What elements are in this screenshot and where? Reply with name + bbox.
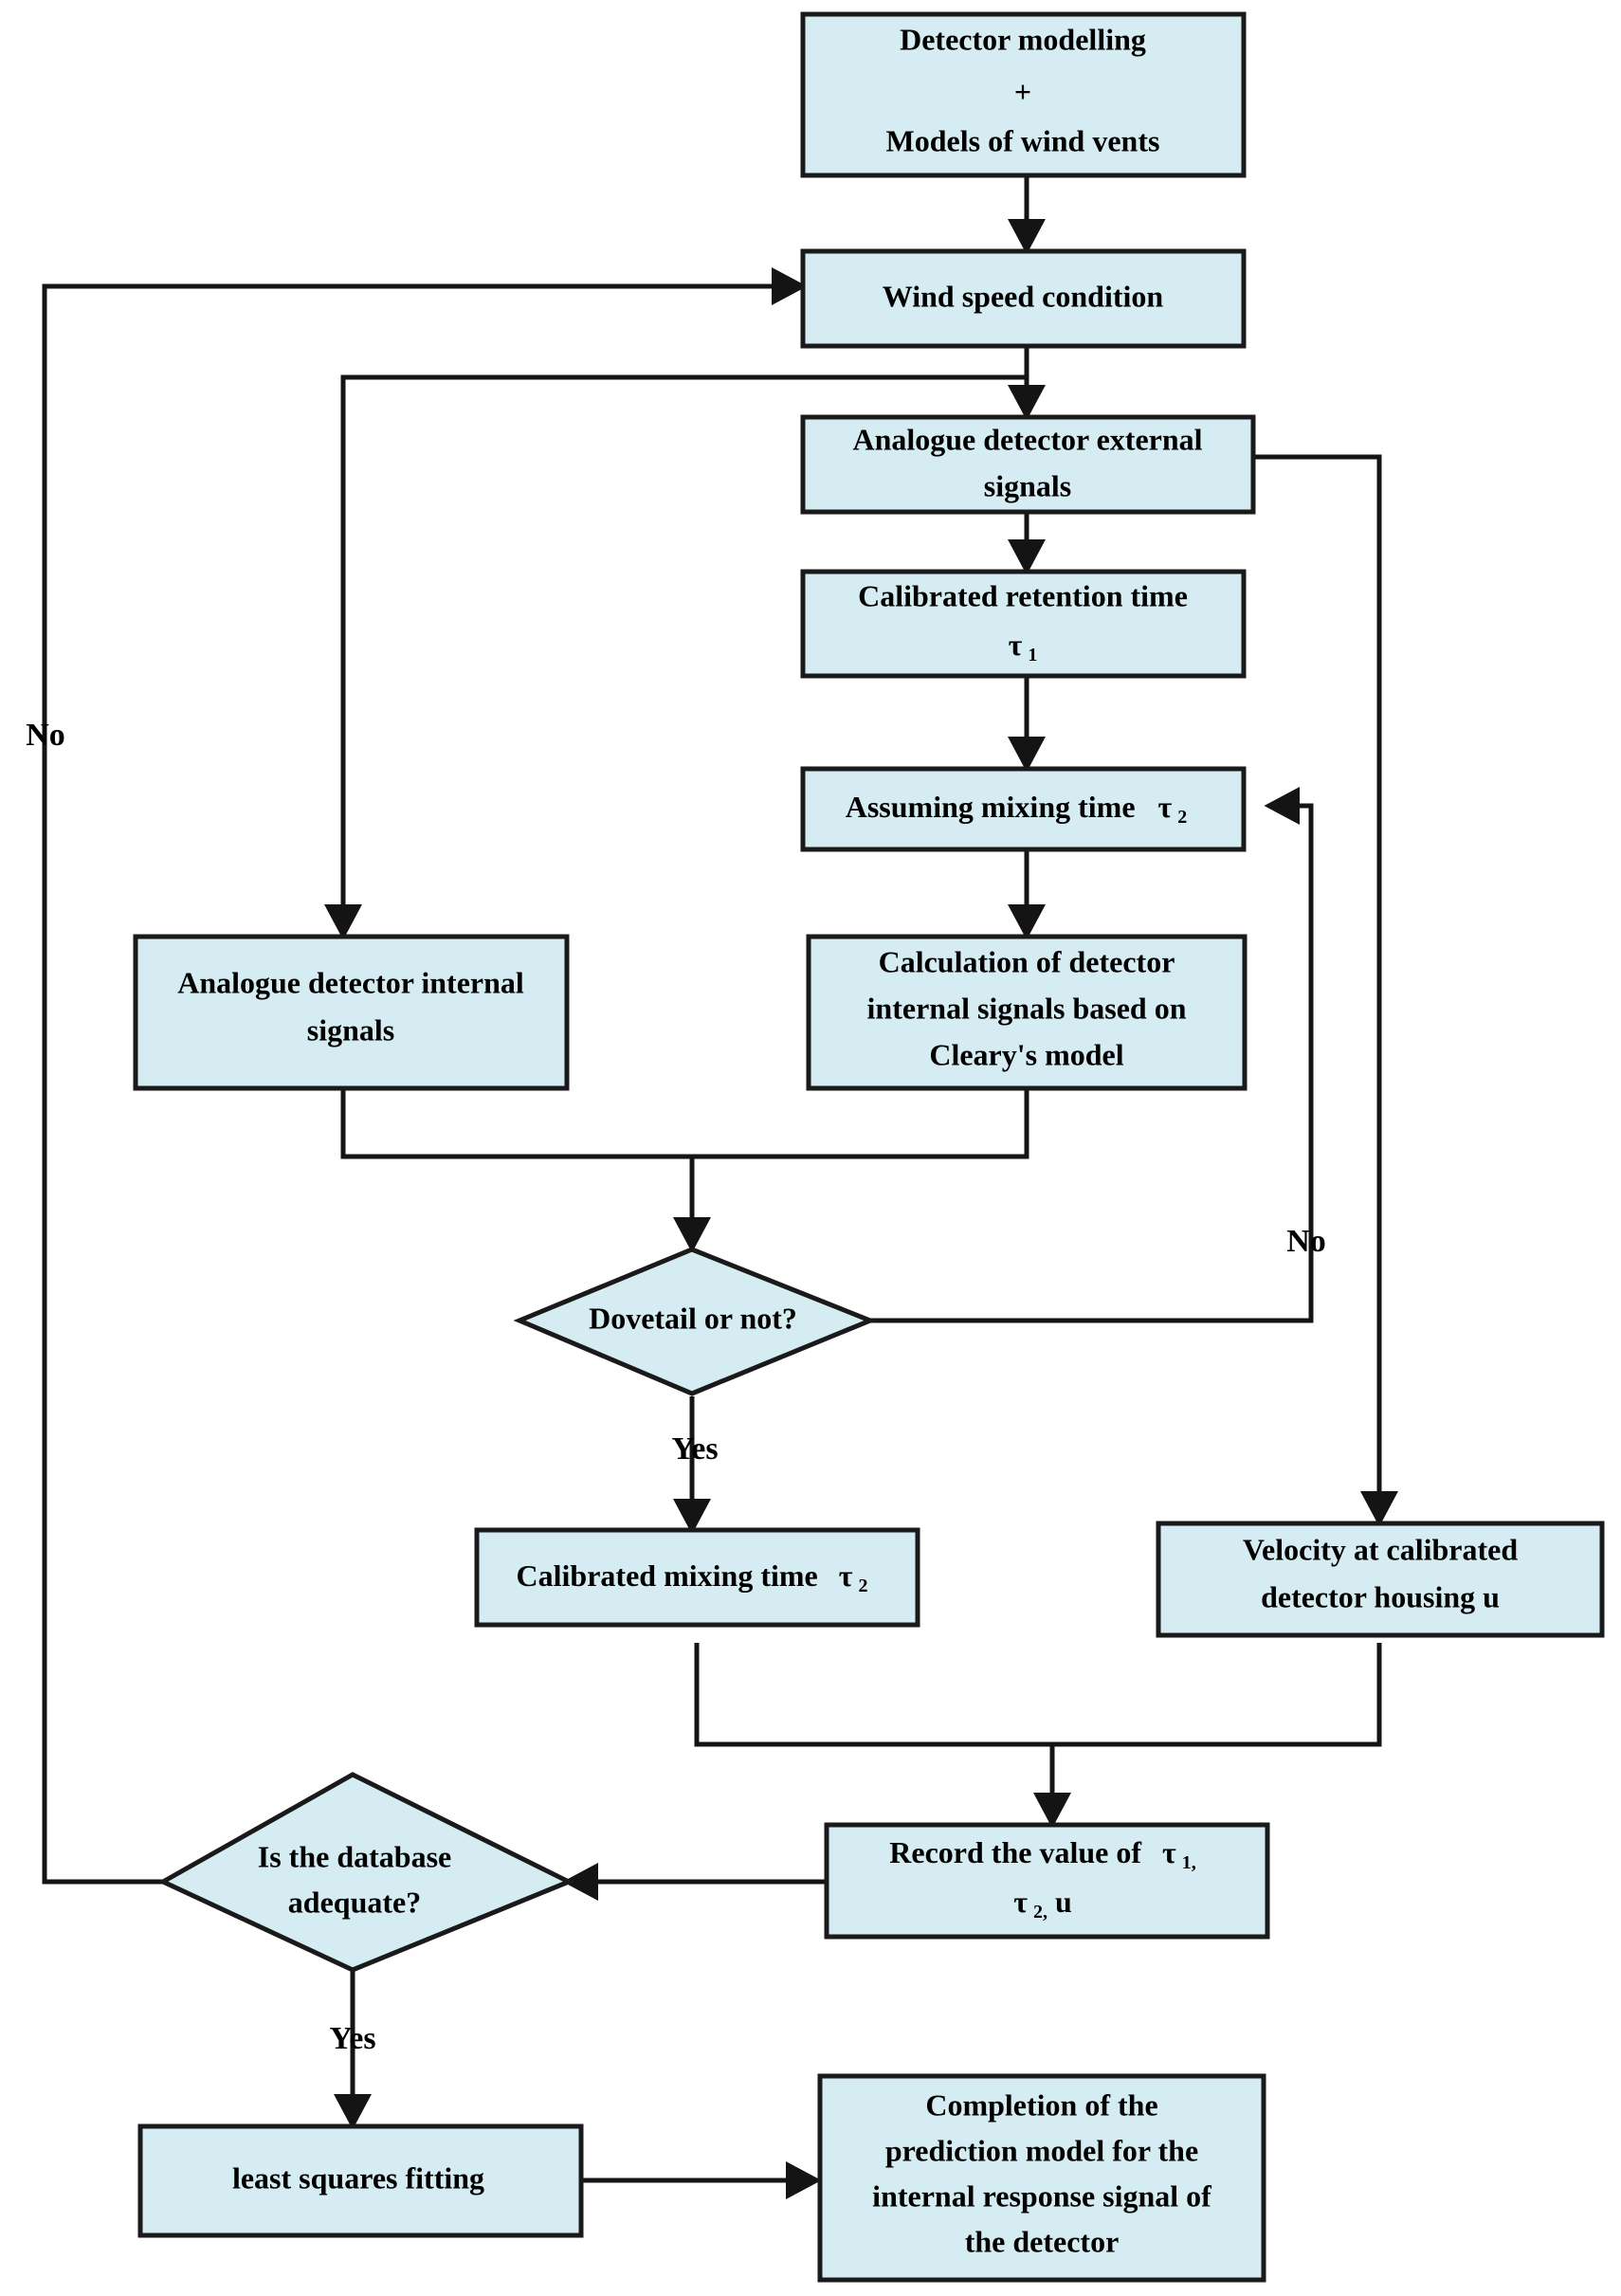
node-analogue-internal-signals-line-1: Analogue detector internal — [177, 965, 524, 999]
node-completion-line-2: prediction model for the — [885, 2133, 1198, 2167]
edge-label-yes-dovetail: Yes — [671, 1431, 718, 1467]
node-detector-modelling-line-3: Models of wind vents — [886, 123, 1160, 157]
node-completion-line-1: Completion of the — [925, 2087, 1157, 2122]
node-velocity-calibrated-housing[interactable]: Velocity at calibrated detector housing … — [1156, 1521, 1605, 1638]
node-database-adequate-line-2: adequate? — [288, 1885, 421, 1919]
edge-dovetail-no-loop — [870, 787, 1314, 1323]
node-analogue-external-signals[interactable]: Analogue detector external signals — [800, 414, 1256, 515]
edge-label-no-left: No — [26, 718, 65, 753]
node-wind-speed-condition-label: Wind speed condition — [883, 279, 1164, 313]
node-analogue-internal-signals-line-2: signals — [307, 1012, 394, 1047]
node-analogue-external-signals-line-1: Analogue detector external — [852, 422, 1202, 456]
node-velocity-line-2: detector housing u — [1261, 1579, 1500, 1613]
edge-database-no-loop — [42, 267, 808, 1885]
node-calculation-internal-signals-line-2: internal signals based on — [867, 991, 1187, 1025]
node-completion-line-4: the detector — [965, 2224, 1120, 2258]
node-least-squares-fitting-label: least squares fitting — [232, 2160, 484, 2195]
node-calibrated-retention-time-line-1: Calibrated retention time — [858, 578, 1188, 612]
node-completion-prediction-model[interactable]: Completion of the prediction model for t… — [817, 2073, 1266, 2283]
edge-label-yes-database: Yes — [329, 2021, 375, 2056]
node-least-squares-fitting[interactable]: least squares fitting — [137, 2123, 584, 2238]
node-calculation-internal-signals[interactable]: Calculation of detector internal signals… — [806, 934, 1248, 1091]
node-database-adequate-decision[interactable]: Is the database adequate? — [157, 1772, 575, 1973]
node-detector-modelling-line-2: + — [1014, 74, 1031, 108]
node-completion-line-3: internal response signal of — [872, 2178, 1211, 2213]
edge-external-to-velocity — [1253, 454, 1398, 1527]
edge-mixingtime-merge — [694, 1643, 1052, 1747]
edge-windspeed-to-internal — [324, 374, 1027, 940]
node-database-adequate-line-1: Is the database — [258, 1839, 451, 1873]
edge-calculation-merge — [692, 1088, 1029, 1159]
edge-label-no-right: No — [1286, 1224, 1326, 1259]
edge-velocity-merge — [1052, 1643, 1382, 1747]
node-dovetail-decision-label: Dovetail or not? — [589, 1301, 797, 1335]
node-velocity-line-1: Velocity at calibrated — [1243, 1532, 1519, 1566]
node-analogue-internal-signals[interactable]: Analogue detector internal signals — [133, 934, 570, 1091]
node-detector-modelling-line-1: Detector modelling — [900, 22, 1146, 56]
node-wind-speed-condition[interactable]: Wind speed condition — [800, 248, 1247, 349]
edge-internal-merge — [340, 1088, 692, 1159]
node-analogue-external-signals-line-2: signals — [984, 468, 1071, 502]
node-dovetail-decision[interactable]: Dovetail or not? — [513, 1247, 877, 1396]
node-detector-modelling[interactable]: Detector modelling + Models of wind vent… — [800, 11, 1247, 178]
node-calculation-internal-signals-line-3: Cleary's model — [929, 1037, 1123, 1071]
node-calculation-internal-signals-line-1: Calculation of detector — [879, 944, 1175, 978]
